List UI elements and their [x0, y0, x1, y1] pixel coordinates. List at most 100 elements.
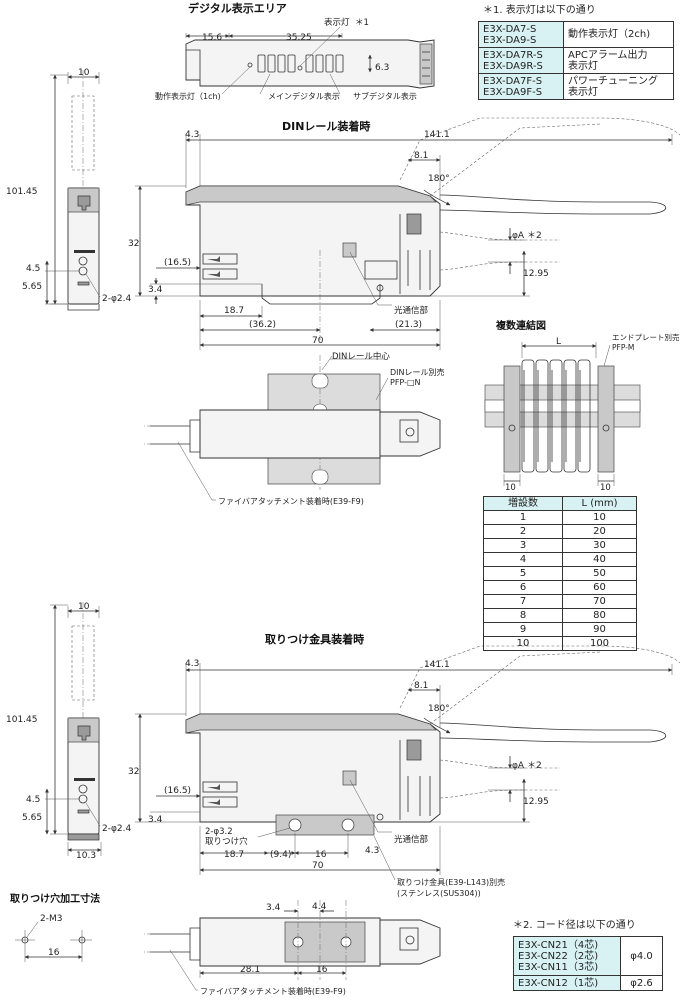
bracket-d18-7: 18.7	[224, 850, 244, 860]
din-front-view: DINレール装着時 4.3 141.1 8.1 180°	[128, 117, 680, 350]
indicator-label: 表示灯	[324, 17, 350, 28]
table-cell: 80	[562, 608, 637, 623]
multi-d10b: 10	[600, 483, 611, 493]
note1-row: E3X-DA7R-S E3X-DA9R-S APCアラーム出力 表示灯	[478, 47, 674, 74]
din-side-view: 10 101.45 4.5 5.65 2-φ2.4	[6, 68, 131, 311]
din-side-d4-5: 4.5	[26, 264, 40, 274]
note1-desc: 表示灯	[568, 60, 598, 72]
bracket-phiA: φA ＊2	[512, 761, 542, 771]
dim-15-6: 15.6	[202, 33, 222, 43]
table-cell: 70	[562, 594, 637, 609]
table-cell: 10	[562, 510, 637, 525]
table-cell: 4	[483, 552, 563, 567]
bracket-side-w10: 10	[78, 602, 90, 612]
table-cell: 100	[562, 636, 637, 651]
din-d21-3: (21.3)	[395, 320, 422, 330]
bracket-d8-1: 8.1	[414, 681, 428, 691]
mounting-hole-view: 取りつけ穴加工寸法 2-M3 16	[10, 892, 100, 962]
din-fiber-note: ファイバアタッチメント装着時(E39-F9)	[218, 496, 364, 506]
din-side-d5-65: 5.65	[22, 282, 42, 292]
bracket-d70: 70	[312, 861, 324, 871]
bottom-d4-4: 4.4	[312, 902, 327, 912]
din-d12-95: 12.95	[523, 269, 549, 279]
bracket-side-hole: 2-φ2.4	[102, 824, 131, 834]
bottom-d28-1: 28.1	[240, 965, 260, 975]
din-d70: 70	[312, 336, 324, 346]
din-side-hole: 2-φ2.4	[102, 294, 131, 304]
table-cell: 60	[562, 580, 637, 595]
bottom-d3-4: 3.4	[266, 903, 281, 913]
end-plate-2: PFP-M	[612, 343, 634, 352]
bracket-note-1: 取りつけ金具(E39-L143)別売	[397, 877, 505, 887]
extension-header: L (mm)	[562, 496, 637, 511]
bracket-d141-1: 141.1	[424, 660, 450, 670]
note2-model: E3X-CN21（4芯)	[518, 939, 599, 951]
table-cell: 10	[483, 636, 563, 651]
table-cell: 8	[483, 608, 563, 623]
end-plate-1: エンドプレート別売	[612, 332, 680, 342]
bracket-view-title: 取りつけ金具装着時	[265, 632, 364, 646]
din-phiA: φA ＊2	[512, 231, 542, 241]
din-d3-4: 3.4	[148, 285, 163, 295]
extension-header: 増設数	[483, 496, 563, 511]
note2-table: E3X-CN21（4芯) E3X-CN22（2芯) E3X-CN11（3芯) φ…	[513, 936, 663, 991]
label-main-digital: メインデジタル表示	[268, 91, 340, 101]
note2-model: E3X-CN22（2芯)	[518, 950, 599, 962]
table-cell: 20	[562, 524, 637, 539]
note1-model: E3X-DA7-S	[483, 23, 537, 35]
table-cell: 50	[562, 566, 637, 581]
note1-title: ＊1. 表示灯は以下の通り	[483, 3, 596, 16]
bracket-light-label: 光通信部	[394, 834, 429, 845]
bracket-angle: 180°	[428, 704, 450, 714]
digital-display-title: デジタル表示エリア	[188, 1, 287, 15]
bracket-d4-3b: 4.3	[365, 846, 379, 856]
note2-row: E3X-CN12（1芯) φ2.6	[513, 975, 663, 991]
note2-value: φ4.0	[620, 936, 663, 976]
note1-desc: 動作表示灯（2ch)	[568, 29, 651, 40]
bracket-side-d5-65: 5.65	[22, 813, 42, 823]
din-d4-3: 4.3	[185, 130, 199, 140]
note2-value: φ2.6	[620, 975, 663, 991]
bottom-d16: 16	[316, 965, 328, 975]
bracket-side-h101-45: 101.45	[6, 715, 38, 725]
din-angle: 180°	[428, 174, 450, 184]
bracket-d12-95: 12.95	[523, 797, 549, 807]
bracket-front-view: 取りつけ金具装着時 4.3 141.1 8.1 180°	[128, 632, 680, 898]
din-view-title: DINレール装着時	[282, 119, 370, 133]
bracket-hole-1: 2-φ3.2	[205, 827, 233, 837]
table-cell: 30	[562, 538, 637, 553]
table-cell: 7	[483, 594, 563, 609]
multi-d10a: 10	[505, 483, 516, 493]
din-side-h101-45: 101.45	[6, 187, 38, 197]
multi-title: 複数連結図	[495, 319, 546, 332]
rail-center-label: DINレール中心	[332, 351, 390, 362]
din-side-w10: 10	[78, 68, 90, 78]
note1-desc: APCアラーム出力	[568, 49, 648, 61]
bracket-bottom-view: 3.4 4.4 28.1 16 ファイバアタッチメント装着時(E39-F9)	[144, 900, 441, 996]
din-d141-1: 141.1	[424, 130, 450, 140]
mounting-title: 取りつけ穴加工寸法	[10, 892, 100, 905]
table-cell: 9	[483, 622, 563, 637]
din-d36-2: (36.2)	[249, 320, 276, 330]
bracket-side-d10-3: 10.3	[76, 851, 96, 861]
bracket-d3-4: 3.4	[148, 815, 163, 825]
sub-digital-display	[305, 54, 344, 73]
label-operation-1ch: 動作表示灯（1ch)	[155, 91, 221, 101]
din-d16-5: (16.5)	[164, 258, 191, 268]
note1-model: E3X-DA7R-S	[483, 49, 543, 61]
note1-model: E3X-DA9R-S	[483, 60, 543, 72]
din-d8-1: 8.1	[414, 151, 428, 161]
label-sub-digital: サブデジタル表示	[353, 91, 417, 101]
note1-table: E3X-DA7-S E3X-DA9-S 動作表示灯（2ch) E3X-DA7R-…	[478, 21, 674, 100]
table-cell: 5	[483, 566, 563, 581]
bracket-d4-3: 4.3	[185, 659, 199, 669]
